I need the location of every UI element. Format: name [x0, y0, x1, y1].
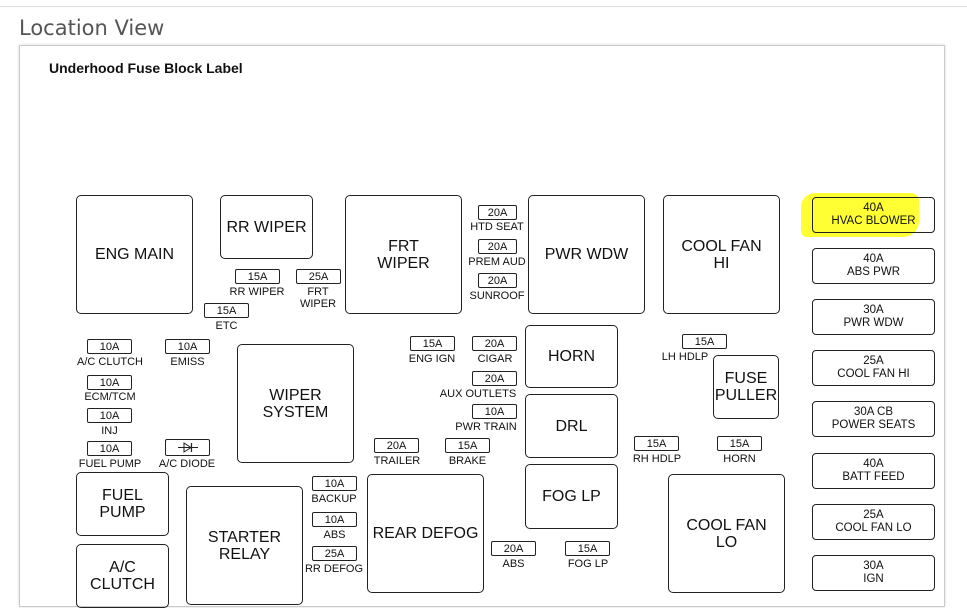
fuse-backup: 10A: [312, 476, 357, 491]
diode-icon: [177, 442, 198, 453]
fuse-fuel-pump: 10A: [87, 441, 132, 456]
maxi-fuse-amp: 30A: [863, 560, 884, 572]
fuse-lh-hdlp: 15A: [682, 334, 727, 349]
maxi-fuse-ign: 30A IGN: [812, 555, 935, 591]
maxi-fuse-amp: 40A: [863, 253, 884, 265]
maxi-fuse-hvac-blower: 40A HVAC BLOWER: [812, 197, 935, 233]
fuse-trailer-label: TRAILER: [373, 455, 421, 467]
fuse-prem-aud-label: PREM AUD: [468, 256, 526, 268]
fuse-brake-label: BRAKE: [448, 455, 487, 467]
fuse-inj: 10A: [87, 408, 132, 423]
maxi-fuse-label: PWR WDW: [843, 317, 904, 329]
fuse-rh-hdlp-label: RH HDLP: [632, 453, 682, 465]
fuse-rr-wiper: 15A: [235, 269, 280, 284]
fuse-cigar: 20A: [472, 336, 517, 351]
fuse-htd-seat: 20A: [478, 205, 517, 220]
fuse-emiss: 10A: [165, 339, 210, 354]
block-fuel-pump: FUEL PUMP: [76, 472, 169, 536]
fuse-htd-seat-label: HTD SEAT: [470, 221, 524, 233]
fuse-pwr-train-label: PWR TRAIN: [455, 421, 517, 433]
fuse-sunroof: 20A: [478, 273, 517, 288]
fuse-fuel-pump-label: FUEL PUMP: [78, 458, 142, 470]
fuse-ac-clutch: 10A: [87, 339, 132, 354]
fuse-rr-defog-label: RR DEFOG: [304, 563, 364, 575]
fuse-horn-label: HORN: [723, 453, 756, 465]
fuse-sunroof-label: SUNROOF: [469, 290, 525, 302]
fuse-eng-ign: 15A: [410, 336, 455, 351]
fuse-abs: 20A: [491, 541, 536, 556]
block-starter-relay: STARTER RELAY: [186, 486, 303, 605]
maxi-fuse-power-seats: 30A CB POWER SEATS: [812, 401, 935, 437]
fuse-lh-hdlp-label: LH HDLP: [661, 351, 709, 363]
maxi-fuse-label: POWER SEATS: [831, 419, 916, 431]
block-rr-wiper: RR WIPER: [220, 195, 313, 259]
fuse-ecm-tcm-label: ECM/TCM: [84, 391, 136, 403]
fuse-brake: 15A: [445, 438, 490, 453]
block-fuse-puller: FUSE PULLER: [713, 355, 779, 419]
fuse-aux-outlets-label: AUX OUTLETS: [439, 388, 517, 400]
hvac-highlight: [801, 193, 919, 237]
fuse-ac-diode-label: A/C DIODE: [158, 458, 216, 470]
maxi-fuse-amp: 25A: [863, 509, 884, 521]
fuse-frt-wiper-label: FRT WIPER: [299, 286, 337, 310]
maxi-fuse-batt-feed: 40A BATT FEED: [812, 453, 935, 489]
maxi-fuse-label: ABS PWR: [846, 266, 901, 278]
block-pwr-wdw: PWR WDW: [528, 195, 645, 314]
block-rear-defog: REAR DEFOG: [367, 474, 484, 593]
maxi-fuse-amp: 30A CB: [854, 406, 893, 418]
maxi-fuse-cool-fan-hi: 25A COOL FAN HI: [812, 350, 935, 386]
section-title: Location View: [19, 16, 165, 40]
block-cool-fan-hi: COOL FAN HI: [663, 195, 780, 314]
fuse-fog-lp-label: FOG LP: [567, 558, 609, 570]
fuse-trailer: 20A: [374, 438, 419, 453]
fuse-abs-label: ABS: [502, 558, 525, 570]
fuse-backup-label: BACKUP: [311, 493, 357, 505]
maxi-fuse-amp: 40A: [863, 202, 884, 214]
fuse-rh-hdlp: 15A: [634, 436, 679, 451]
fuse-inj-label: INJ: [101, 425, 118, 437]
block-cool-fan-lo: COOL FAN LO: [668, 474, 785, 593]
block-fog-lp: FOG LP: [525, 464, 618, 529]
fuse-prem-aud: 20A: [478, 239, 517, 254]
maxi-fuse-amp: 30A: [863, 304, 884, 316]
fuse-etc-label: ETC: [215, 320, 238, 332]
fuse-etc: 15A: [204, 303, 249, 318]
maxi-fuse-label: COOL FAN HI: [837, 368, 910, 380]
fuse-abs-small-label: ABS: [323, 529, 346, 541]
fuse-rr-defog: 25A: [312, 546, 357, 561]
fuse-eng-ign-label: ENG IGN: [408, 353, 456, 365]
fuse-aux-outlets: 20A: [472, 371, 517, 386]
maxi-fuse-pwr-wdw: 30A PWR WDW: [812, 299, 935, 335]
maxi-fuse-abs-pwr: 40A ABS PWR: [812, 248, 935, 284]
block-drl: DRL: [525, 394, 618, 458]
block-wiper-system: WIPER SYSTEM: [237, 344, 354, 463]
maxi-fuse-label: BATT FEED: [842, 471, 905, 483]
maxi-fuse-label: HVAC BLOWER: [831, 215, 916, 227]
block-ac-clutch: A/C CLUTCH: [76, 544, 169, 608]
diagram-title: Underhood Fuse Block Label: [49, 60, 243, 76]
fuse-ac-diode: [165, 439, 210, 456]
maxi-fuse-label: IGN: [863, 573, 884, 585]
top-divider: [0, 6, 967, 7]
maxi-fuse-label: COOL FAN LO: [835, 522, 912, 534]
fuse-fog-lp: 15A: [565, 541, 610, 556]
diagram-frame: [19, 45, 945, 607]
fuse-ac-clutch-label: A/C CLUTCH: [76, 356, 143, 368]
fuse-cigar-label: CIGAR: [477, 353, 513, 365]
fuse-rr-wiper-label: RR WIPER: [229, 286, 285, 298]
maxi-fuse-amp: 40A: [863, 458, 884, 470]
fuse-pwr-train: 10A: [472, 404, 517, 419]
fuse-abs-small: 10A: [312, 512, 357, 527]
maxi-fuse-cool-fan-lo: 25A COOL FAN LO: [812, 504, 935, 540]
block-frt-wiper: FRT WIPER: [345, 195, 462, 314]
fuse-frt-wiper: 25A: [296, 269, 341, 284]
fuse-emiss-label: EMISS: [170, 356, 205, 368]
block-eng-main: ENG MAIN: [76, 195, 193, 314]
fuse-ecm-tcm: 10A: [87, 375, 132, 390]
block-horn: HORN: [525, 325, 618, 388]
fuse-horn: 15A: [717, 436, 762, 451]
maxi-fuse-amp: 25A: [863, 355, 884, 367]
